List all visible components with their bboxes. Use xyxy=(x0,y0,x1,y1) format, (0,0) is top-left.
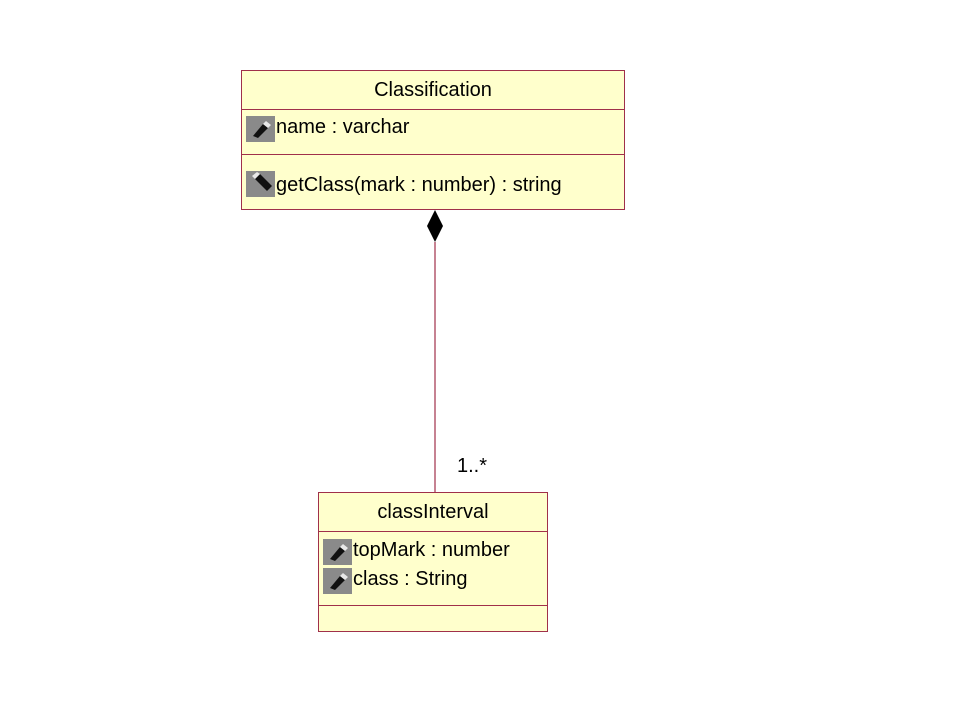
operations-compartment xyxy=(319,605,547,631)
composition-diamond xyxy=(427,210,443,242)
operations-compartment: getClass(mark : number) : string xyxy=(242,154,624,209)
class-classinterval[interactable]: classInterval topMark : number class : S… xyxy=(318,492,548,632)
attribute-row[interactable]: topMark : number xyxy=(319,536,547,565)
attribute-icon xyxy=(323,568,352,594)
attribute-icon xyxy=(246,116,275,142)
attribute-icon xyxy=(323,539,352,565)
attributes-compartment: topMark : number class : String xyxy=(319,531,547,605)
class-classification[interactable]: Classification name : varchar getClass(m… xyxy=(241,70,625,210)
attribute-row[interactable]: class : String xyxy=(319,565,547,594)
attribute-row[interactable]: name : varchar xyxy=(242,113,624,142)
multiplicity-label: 1..* xyxy=(457,455,488,477)
operation-icon xyxy=(246,171,275,197)
class-name: Classification xyxy=(374,79,492,101)
class-name: classInterval xyxy=(377,501,489,523)
attributes-compartment: name : varchar xyxy=(242,109,624,154)
operation-row[interactable]: getClass(mark : number) : string xyxy=(242,171,624,200)
